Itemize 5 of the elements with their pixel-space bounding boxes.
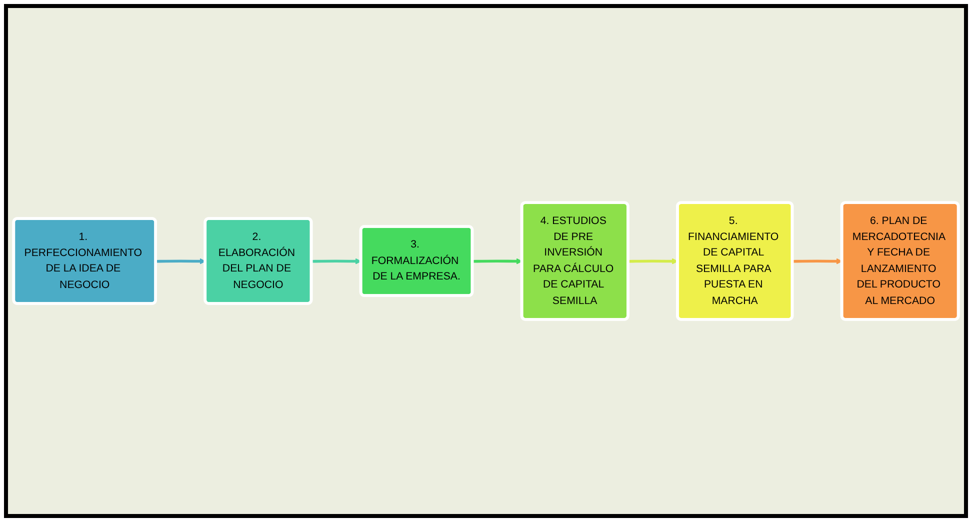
arrow <box>472 258 522 264</box>
arrow <box>156 258 206 264</box>
arrow <box>628 258 678 264</box>
arrow <box>312 258 362 264</box>
arrow <box>792 258 842 264</box>
